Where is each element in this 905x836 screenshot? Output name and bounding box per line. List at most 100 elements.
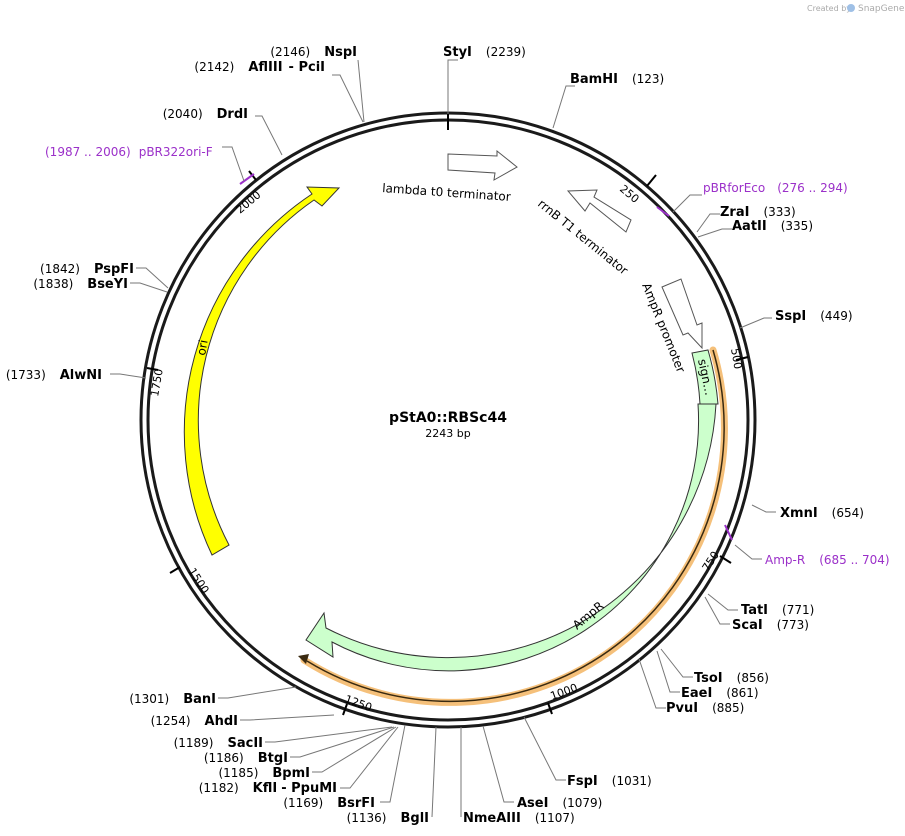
tick-label-2000: 2000: [234, 188, 264, 216]
primer-pbrforeco[interactable]: pBRforEco (276 .. 294): [703, 181, 848, 195]
site-eaei[interactable]: EaeI(861): [681, 686, 759, 701]
site-ahdi[interactable]: (1254) AhdI: [151, 714, 238, 729]
leader-fspi: [523, 716, 566, 781]
leader-bamhi: [552, 85, 575, 129]
leader-nspi: [357, 59, 365, 123]
site-ahdi-pos: (1254): [151, 714, 191, 728]
site-bseyi[interactable]: (1838)BseYI: [33, 277, 128, 292]
site-kfli[interactable]: (1182)KflI- PpuMI: [199, 781, 337, 796]
site-pvui[interactable]: PvuI(885): [666, 701, 744, 716]
site-bpmi[interactable]: (1185)BpmI: [218, 766, 310, 781]
leader-bgli: [431, 726, 437, 818]
leader-bpmi: [312, 726, 397, 773]
leader-styi: [447, 59, 458, 114]
leader-ahdi: [240, 714, 335, 721]
ampr-feature[interactable]: [305, 403, 717, 672]
site-fspi-pos: (1031): [612, 774, 652, 788]
site-asei[interactable]: AseI(1079): [517, 796, 602, 811]
site-sacii[interactable]: (1189)SacII: [174, 736, 263, 751]
site-bgli-pos: (1136): [347, 811, 387, 825]
site-afliii-pos: (2142): [194, 60, 234, 74]
leader-aatii: [697, 228, 732, 238]
site-styi-pos: (2239): [486, 45, 526, 59]
site-bani-pos: (1301): [129, 692, 169, 706]
site-sspi-name: SspI: [775, 309, 806, 324]
site-kfli-pos: (1182): [199, 781, 239, 795]
site-nspi-name: NspI: [324, 45, 357, 60]
site-afliii-name: AflIII: [248, 60, 282, 75]
site-xmni[interactable]: XmnI(654): [780, 506, 864, 521]
site-bani-name: BanI: [183, 692, 216, 707]
site-bpmi-pos: (1185): [218, 766, 258, 780]
snapgene-logo-icon: [847, 4, 855, 12]
site-drdi-name: DrdI: [217, 107, 248, 122]
site-nspi[interactable]: (2146) NspI: [270, 45, 357, 60]
leader-bani: [218, 686, 297, 699]
site-nmeaiii[interactable]: NmeAIII(1107): [463, 811, 575, 826]
tick-750: [719, 555, 732, 564]
leader-bsrfi: [380, 724, 406, 803]
primer-amp-r[interactable]: Amp-R(685 .. 704): [765, 553, 890, 567]
site-ahdi-name: AhdI: [205, 714, 238, 729]
site-drdi[interactable]: (2040)DrdI: [163, 107, 248, 122]
site-afliii[interactable]: (2142)AflIII- PciI: [194, 60, 325, 75]
tick-1250: [342, 703, 348, 716]
site-tsoi-pos: (856): [737, 671, 769, 685]
site-alwni[interactable]: (1733)AlwNI: [6, 368, 102, 383]
ampr-promoter-feature[interactable]: [661, 278, 703, 350]
tick-label-500: 500: [728, 347, 744, 370]
primer-pbr322ori-f[interactable]: (1987 .. 2006)pBR322ori-F: [45, 145, 213, 159]
site-bsrfi-pos: (1169): [283, 796, 323, 810]
tick-500: [735, 356, 749, 361]
primer-pbrforeco-range: (276 .. 294): [777, 181, 847, 195]
tick-1500: [169, 566, 181, 574]
leader-pvui: [638, 658, 666, 709]
site-bamhi[interactable]: BamHI(123): [570, 72, 664, 87]
site-kfli-name: KflI: [253, 781, 278, 796]
leader-alwni: [110, 373, 147, 379]
primer-pbrforeco-name: pBRforEco: [703, 181, 765, 195]
lambda-t0-terminator-label: lambda t0 terminator: [382, 181, 511, 204]
leader-bseyi: [130, 282, 168, 293]
primer-mark-amp-r: [724, 524, 733, 541]
site-btgi-pos: (1186): [204, 751, 244, 765]
leader-lines: [110, 59, 776, 818]
site-zrai[interactable]: ZraI(333): [720, 205, 796, 220]
plasmid-name: pStA0::RBSc44: [389, 410, 507, 426]
site-sacii-name: SacII: [227, 736, 263, 751]
site-sspi[interactable]: SspI(449): [775, 309, 853, 324]
credit-prefix: Created by: [807, 4, 851, 13]
site-pspfi[interactable]: (1842)PspFI: [40, 262, 134, 277]
plasmid-size: 2243 bp: [425, 427, 470, 440]
lambda-t0-terminator-feature[interactable]: [447, 149, 518, 181]
primer-mark-pbr322ori-f: [239, 173, 255, 185]
leader-tsoi: [660, 648, 693, 678]
site-fspi[interactable]: FspI(1031): [567, 774, 652, 789]
signal-sequence-feature[interactable]: [691, 349, 719, 405]
site-bgli[interactable]: (1136)BglI: [347, 811, 429, 826]
ori-feature[interactable]: [183, 186, 341, 556]
leader-amp-r: [734, 544, 762, 560]
site-bani[interactable]: (1301) BanI: [129, 692, 216, 707]
site-scai[interactable]: ScaI(773): [732, 618, 809, 633]
site-aatii[interactable]: AatII(335): [732, 219, 813, 234]
site-alwni-pos: (1733): [6, 368, 46, 382]
site-bsrfi[interactable]: (1169)BsrFI: [283, 796, 375, 811]
primer-pbr322ori-f-range: (1987 .. 2006): [45, 145, 131, 159]
site-tati-name: TatI: [741, 603, 768, 618]
site-pspfi-name: PspFI: [94, 262, 134, 277]
site-pvui-pos: (885): [712, 701, 744, 715]
site-nspi-pos: (2146): [270, 45, 310, 59]
rrnb-t1-terminator-feature[interactable]: [566, 189, 632, 233]
site-zrai-pos: (333): [763, 205, 795, 219]
site-tati-pos: (771): [782, 603, 814, 617]
site-styi[interactable]: StyI(2239): [443, 45, 526, 60]
leader-btgi: [290, 726, 395, 758]
site-tsoi[interactable]: TsoI(856): [694, 671, 769, 686]
site-xmni-name: XmnI: [780, 506, 818, 521]
leader-afliii: [332, 74, 364, 123]
site-tati[interactable]: TatI (771): [741, 603, 814, 618]
ampr-orf[interactable]: [306, 349, 725, 703]
site-btgi[interactable]: (1186)BtgI: [204, 751, 288, 766]
site-eaei-name: EaeI: [681, 686, 712, 701]
